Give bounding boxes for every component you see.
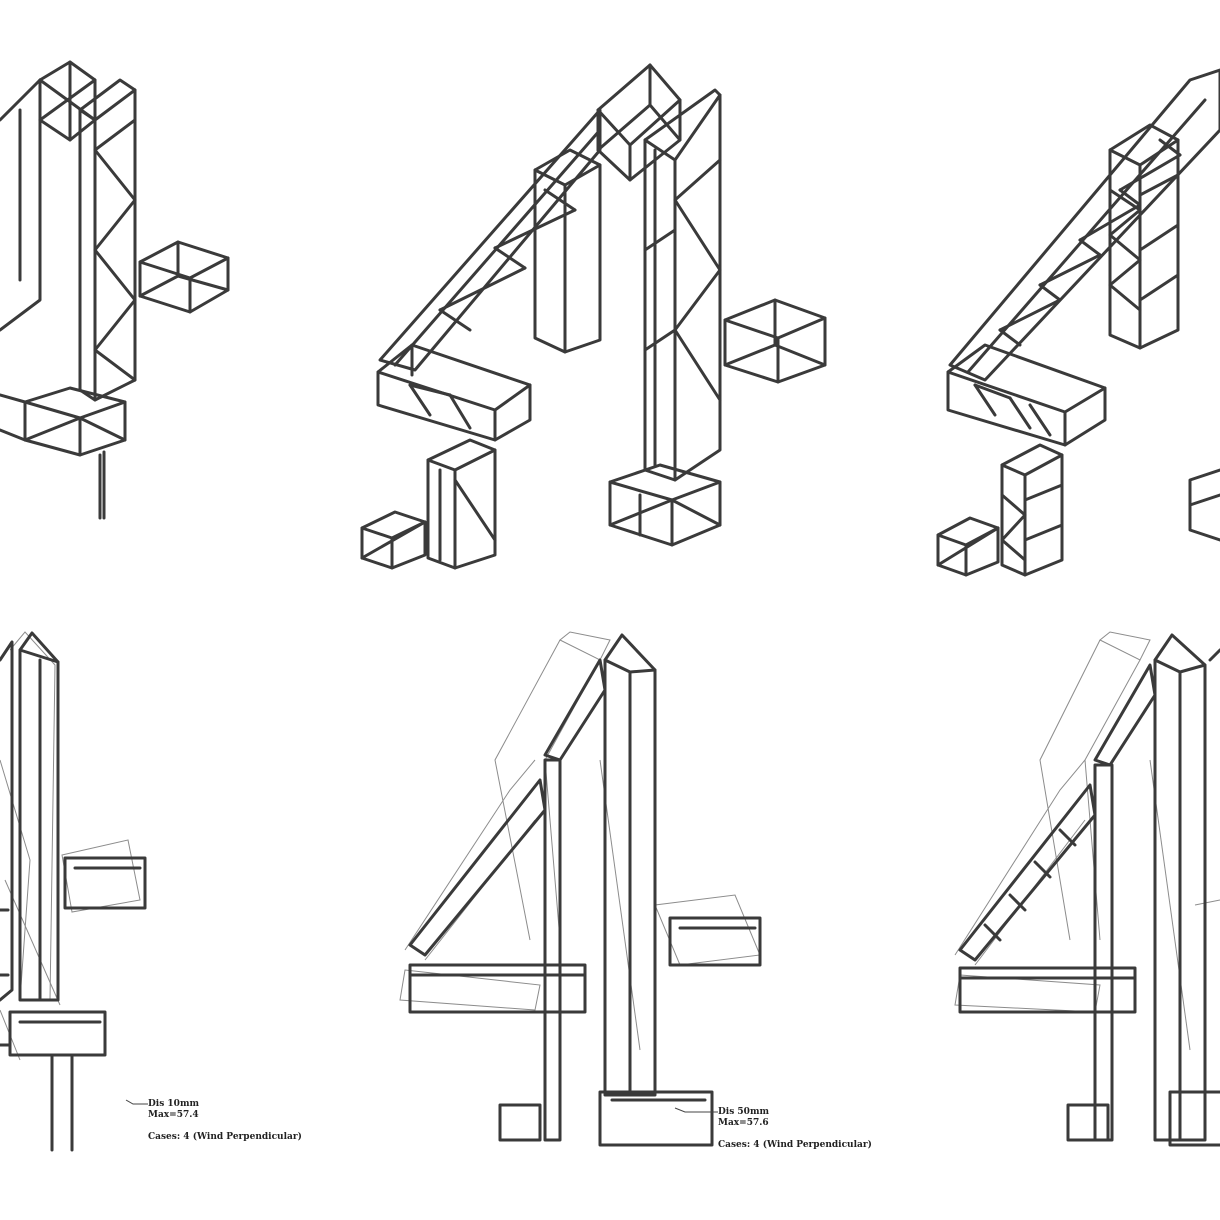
undeformed-shape-3 bbox=[958, 633, 1220, 1147]
annotation-2: Dis 50mm Max=57.6 Cases: 4 (Wind Perpend… bbox=[718, 1107, 872, 1151]
deflection-plot-2 bbox=[399, 631, 762, 1147]
undeformed-shape-2 bbox=[408, 633, 762, 1147]
cases-label-1: Cases: 4 (Wind Perpendicular) bbox=[148, 1132, 302, 1142]
cases-label-2: Cases: 4 (Wind Perpendicular) bbox=[718, 1140, 872, 1150]
max-label-1: Max=57.4 bbox=[148, 1110, 199, 1120]
truss-model-2 bbox=[360, 63, 827, 570]
truss-model-1 bbox=[0, 60, 230, 520]
max-label-2: Max=57.6 bbox=[718, 1118, 769, 1128]
undeformed-shape-1 bbox=[0, 631, 147, 1152]
deflection-plot-1 bbox=[0, 631, 148, 1152]
deflection-plot-3 bbox=[954, 631, 1220, 1147]
dis-label-2: Dis 50mm bbox=[718, 1107, 769, 1117]
truss-model-3 bbox=[936, 68, 1220, 577]
annotation-1: Dis 10mm Max=57.4 Cases: 4 (Wind Perpend… bbox=[148, 1099, 302, 1143]
dis-label-1: Dis 10mm bbox=[148, 1099, 199, 1109]
